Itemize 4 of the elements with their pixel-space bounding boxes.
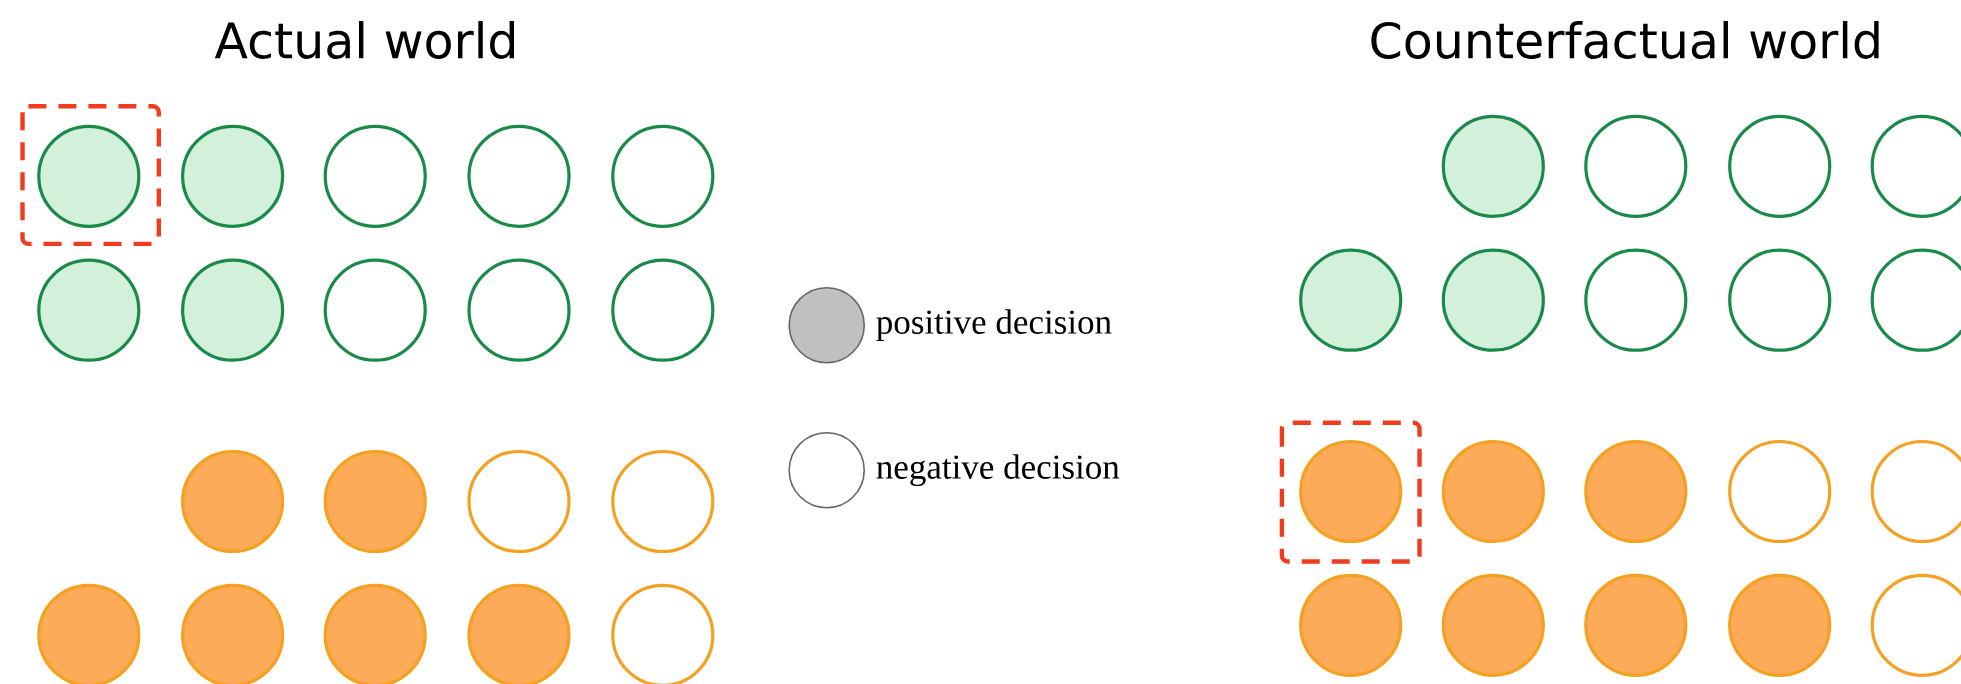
legend-text: negative decision [876, 454, 1120, 487]
legend-text: positive decision [876, 309, 1112, 342]
heading: Counterfactual world [1371, 21, 1879, 59]
heading: Actual world [214, 21, 514, 59]
